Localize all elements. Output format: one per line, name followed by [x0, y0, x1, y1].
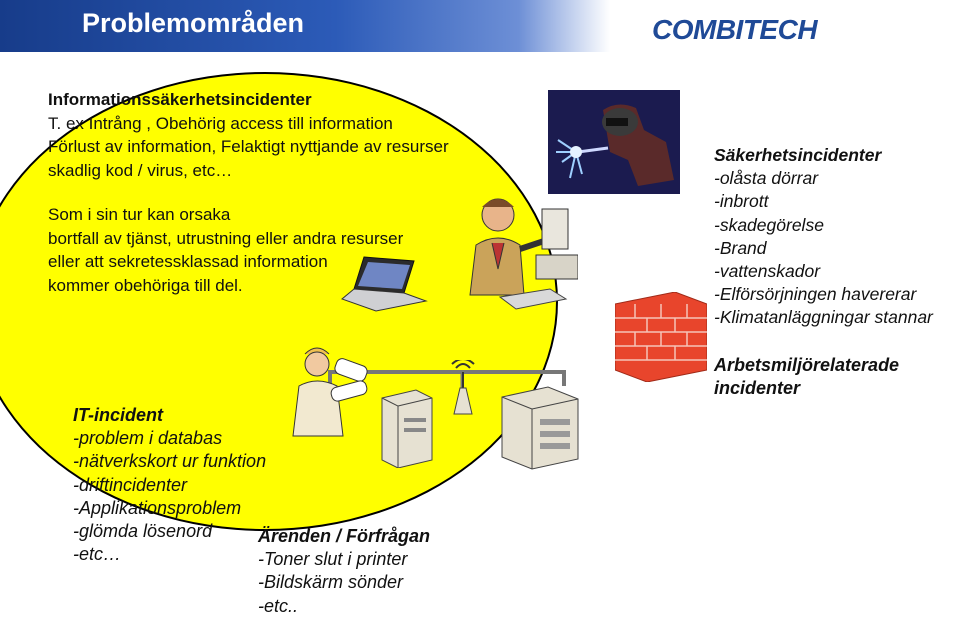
it-incident-heading: IT-incident [73, 405, 163, 425]
list-item: -Brand [714, 237, 767, 258]
it-incident-list: IT-incident -problem i databas -nätverks… [73, 404, 266, 566]
requests-heading: Ärenden / Förfrågan [258, 526, 431, 546]
security-incidents-heading: Säkerhetsincidenter [714, 145, 882, 165]
info-security-text: Informationssäkerhetsincidenter T. ex In… [48, 88, 449, 182]
list-item: -Bildskärm sönder [258, 572, 404, 593]
list-item: -nätverkskort ur funktion [73, 451, 267, 472]
list-item: -olåsta dörrar [714, 168, 819, 189]
consequence-text: Som i sin tur kan orsaka bortfall av tjä… [48, 203, 403, 297]
server-icon [381, 389, 433, 468]
list-item: -inbrott [714, 191, 769, 212]
consequence-line: bortfall av tjänst, utrustning eller and… [48, 228, 404, 248]
work-environment-line: incidenter [714, 378, 801, 398]
consequence-line: kommer obehöriga till del. [48, 275, 243, 295]
consequence-line: Som i sin tur kan orsaka [48, 205, 231, 224]
welder-icon [548, 90, 680, 194]
server-rack-icon [501, 386, 579, 470]
list-item: -vattenskador [714, 261, 821, 282]
page-title: Problemområden [82, 8, 305, 38]
combitech-logo: COMBITECH [652, 14, 818, 45]
work-environment-line: Arbetsmiljörelaterade [714, 355, 900, 375]
wireless-antenna-icon [451, 360, 475, 415]
list-item: -problem i databas [73, 428, 223, 449]
list-item: -driftincidenter [73, 474, 188, 495]
list-item: -etc… [73, 544, 122, 565]
info-security-line: skadlig kod / virus, etc… [48, 160, 233, 180]
list-item: -skadegörelse [714, 214, 824, 235]
laptop-icon [341, 256, 428, 312]
firewall-icon [615, 292, 707, 382]
info-security-heading: Informationssäkerhetsincidenter [48, 90, 312, 109]
requests-list: Ärenden / Förfrågan -Toner slut i printe… [258, 525, 430, 618]
work-environment-text: Arbetsmiljörelaterade incidenter [714, 354, 899, 400]
info-security-bubble [0, 72, 558, 531]
list-item: -Applikationsproblem [73, 497, 242, 518]
architect-icon [292, 347, 368, 437]
list-item: -Klimatanläggningar stannar [714, 307, 933, 328]
list-item: -Toner slut i printer [258, 549, 408, 570]
businessman-computer-icon [469, 198, 578, 296]
network-cable [328, 370, 566, 386]
title-bar: Problemområden [0, 0, 610, 52]
keyboard-icon [498, 288, 568, 310]
list-item: -etc.. [258, 595, 299, 616]
info-security-line: T. ex Intrång , Obehörig access till inf… [48, 113, 393, 133]
info-security-line: Förlust av information, Felaktigt nyttja… [48, 137, 449, 156]
list-item: -glömda lösenord [73, 521, 213, 542]
security-incidents-list: Säkerhetsincidenter -olåsta dörrar -inbr… [714, 144, 933, 330]
list-item: -Elförsörjningen havererar [714, 284, 917, 305]
consequence-line: eller att sekretessklassad information [48, 252, 328, 271]
